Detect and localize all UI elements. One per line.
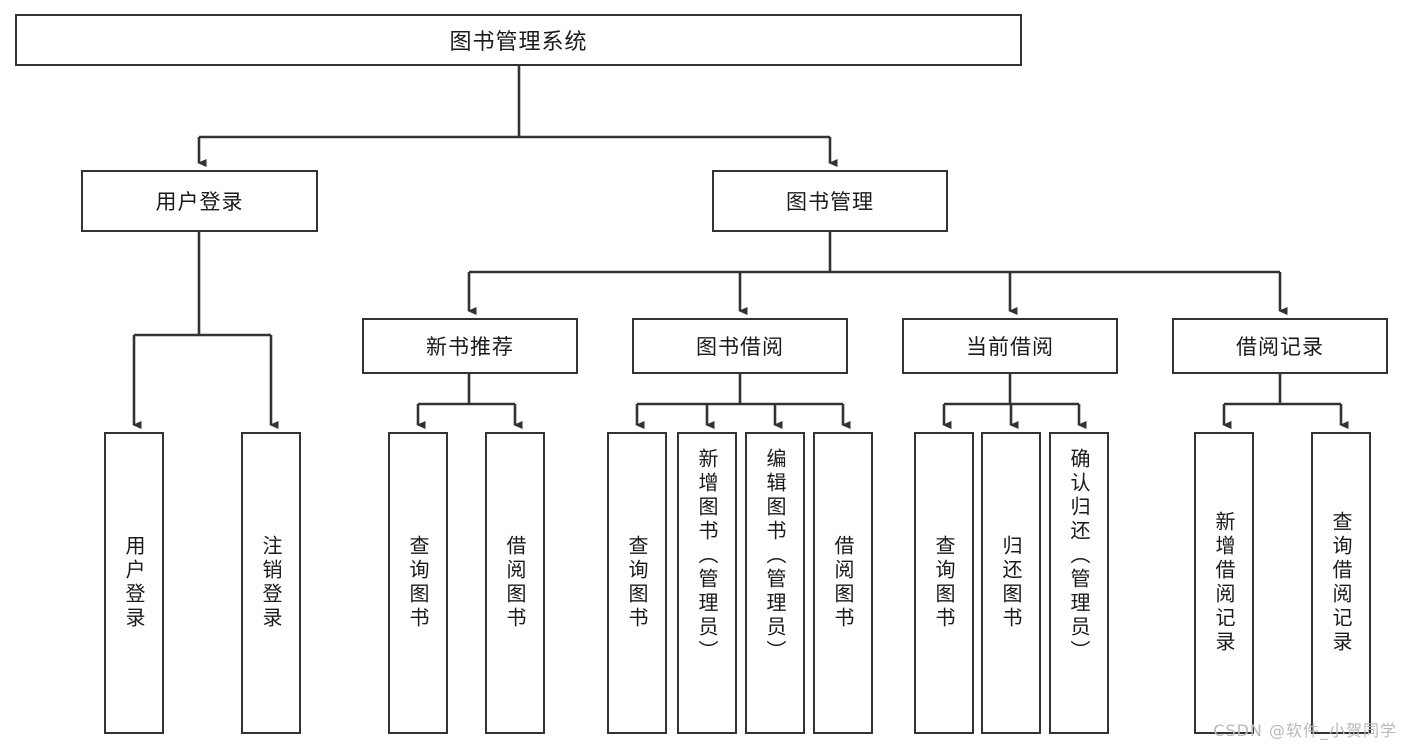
watermark: CSDN @软件_小贺同学 [1213,721,1397,740]
node-current-borrow[interactable]: 当前借阅 [902,318,1118,374]
leaf-confirm-return-admin[interactable]: 确认归还（管理员） [1049,432,1109,734]
node-label: 借阅图书 [831,535,855,631]
node-book-management[interactable]: 图书管理 [712,170,948,232]
leaf-borrow-book-recommend[interactable]: 借阅图书 [485,432,545,734]
node-label: 查询图书 [625,535,649,631]
node-book-borrow[interactable]: 图书借阅 [632,318,848,374]
node-label: 图书管理 [786,190,874,214]
node-label: 用户登录 [122,535,146,631]
leaf-add-book-admin[interactable]: 新增图书（管理员） [677,432,737,734]
node-label: 新增借阅记录 [1212,511,1236,655]
leaf-user-login[interactable]: 用户登录 [104,432,164,734]
node-label: 归还图书 [999,535,1023,631]
node-label: 当前借阅 [966,335,1054,359]
node-label: 新书推荐 [426,335,514,359]
leaf-query-borrow-record[interactable]: 查询借阅记录 [1311,432,1371,734]
node-label: 查询借阅记录 [1329,511,1353,655]
node-label: 确认归还（管理员） [1067,448,1091,664]
node-label: 用户登录 [155,190,244,214]
node-label: 查询图书 [406,535,430,631]
node-label: 图书管理系统 [449,30,588,55]
leaf-query-book-recommend[interactable]: 查询图书 [388,432,448,734]
node-root-system[interactable]: 图书管理系统 [15,14,1022,66]
leaf-user-logout[interactable]: 注销登录 [241,432,301,734]
node-label: 借阅图书 [503,535,527,631]
node-label: 借阅记录 [1236,335,1324,359]
node-borrow-records[interactable]: 借阅记录 [1172,318,1388,374]
leaf-return-book[interactable]: 归还图书 [981,432,1041,734]
leaf-query-book-current[interactable]: 查询图书 [914,432,974,734]
node-user-login[interactable]: 用户登录 [81,170,318,232]
leaf-add-borrow-record[interactable]: 新增借阅记录 [1194,432,1254,734]
leaf-edit-book-admin[interactable]: 编辑图书（管理员） [745,432,805,734]
node-label: 查询图书 [932,535,956,631]
node-label: 注销登录 [259,535,283,631]
leaf-query-book-borrow[interactable]: 查询图书 [607,432,667,734]
node-label: 图书借阅 [696,335,784,359]
leaf-borrow-book[interactable]: 借阅图书 [813,432,873,734]
node-label: 编辑图书（管理员） [763,448,787,664]
node-label: 新增图书（管理员） [695,448,719,664]
node-new-book-recommend[interactable]: 新书推荐 [362,318,578,374]
